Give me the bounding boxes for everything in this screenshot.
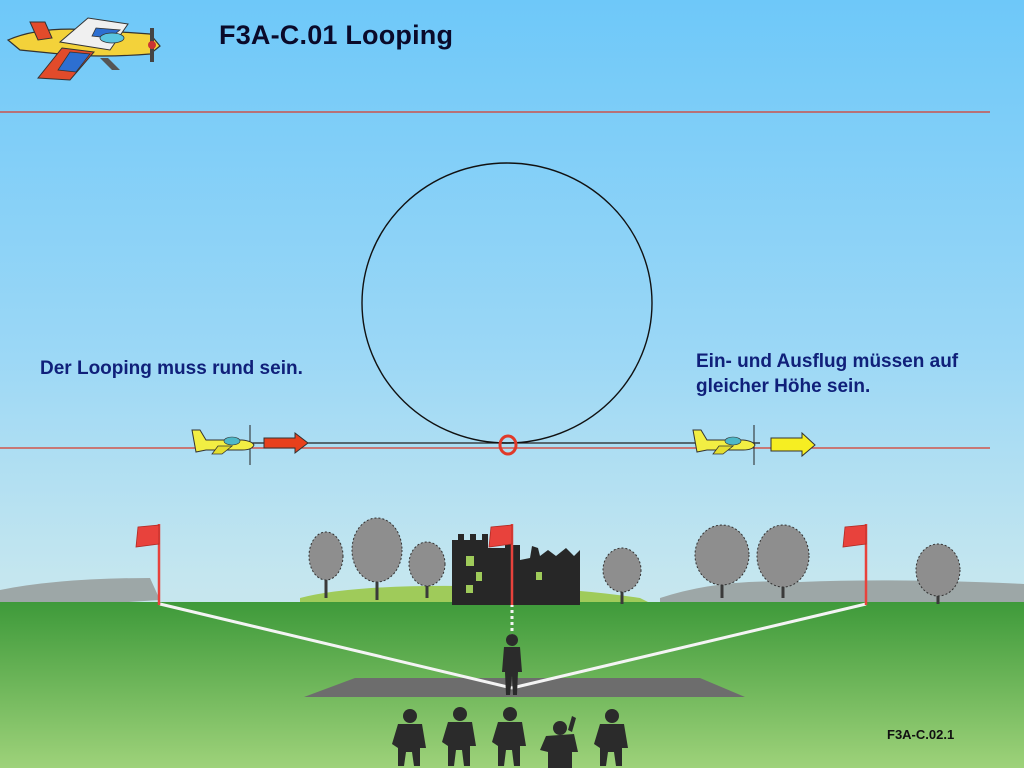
trees: [308, 517, 961, 604]
pilot-icon: [502, 634, 522, 695]
runway: [304, 678, 745, 697]
flag-center: [488, 524, 514, 605]
figure-id: F3A-C.02.1: [887, 727, 955, 742]
judges: [392, 707, 628, 768]
tree-icon: [351, 517, 403, 600]
tree-icon: [915, 543, 961, 604]
note-round-loop: Der Looping muss rund sein.: [40, 358, 303, 379]
tree-icon: [602, 547, 642, 604]
judge-icon: [392, 709, 426, 766]
judge-icon: [594, 709, 628, 766]
loop-circle: [361, 162, 653, 444]
tree-icon: [408, 541, 446, 598]
judge-icon: [540, 716, 578, 768]
tree-icon: [756, 524, 810, 598]
exit-arrow-icon: [770, 431, 816, 458]
judge-icon: [492, 707, 526, 766]
plane-exit-icon: [692, 429, 756, 455]
loop-entry-marker: [498, 434, 518, 456]
castle-ruin-icon: [452, 530, 580, 605]
note-entry-exit-height: Ein- und Ausflug müssen auf gleicher Höh…: [696, 351, 959, 397]
flag-left: [135, 524, 161, 605]
tree-icon: [694, 524, 750, 598]
aerobatic-plane-logo: [6, 17, 161, 81]
tree-icon: [308, 531, 344, 598]
slide-title: F3A-C.01 Looping: [219, 20, 454, 50]
plane-entry-icon: [191, 429, 255, 455]
entry-arrow-icon: [263, 431, 309, 455]
judge-icon: [442, 707, 476, 766]
flag-right: [842, 524, 868, 605]
